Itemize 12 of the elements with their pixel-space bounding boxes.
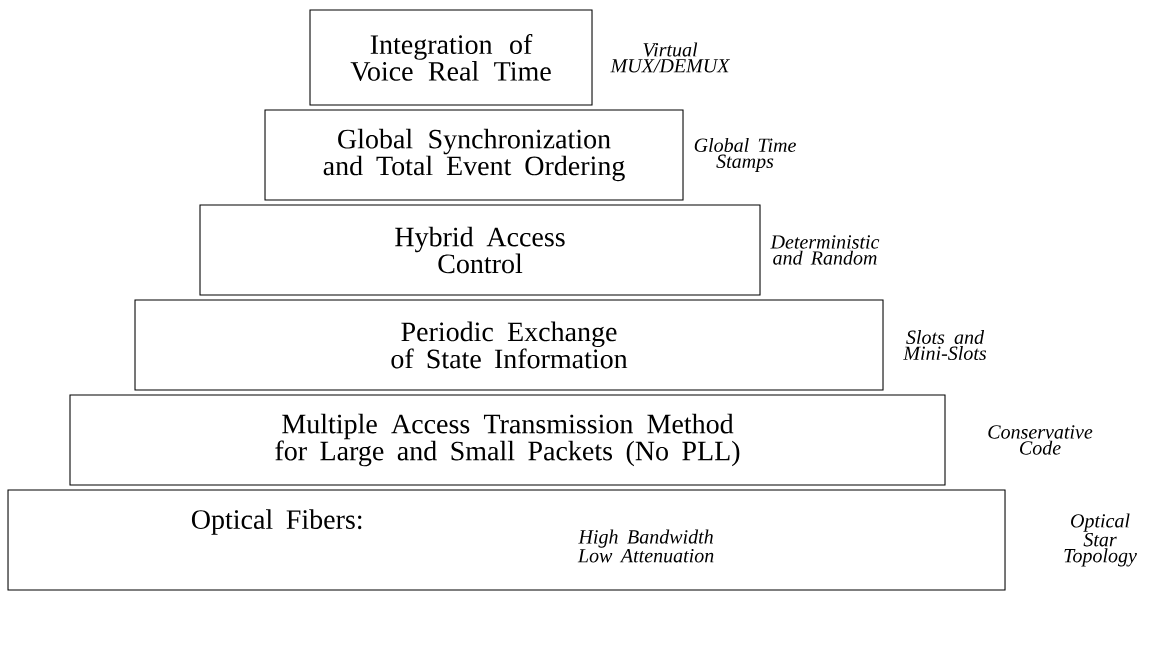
layer-box: Hybrid Access Control (199, 204, 761, 296)
side-note: Virtual MUX/DEMUX (610, 42, 731, 73)
side-note: Slots and Mini-Slots (903, 330, 987, 361)
side-note: Optical Star Topology (1064, 513, 1137, 567)
side-note: Global Time Stamps (694, 137, 796, 173)
layer-box: Optical Fibers: High Bandwidth Low Attenuation (7, 489, 1006, 591)
layer-box: Integration of Voice Real Time (309, 9, 593, 106)
layer-box: Periodic Exchange of State Information (134, 299, 884, 391)
side-note: Conservative Code (988, 425, 1093, 455)
layer-box: Multiple Access Transmission Method for Large and Small Packets (No PLL) (69, 394, 946, 486)
side-note: Deterministic and Random (770, 235, 880, 265)
layer-box: Global Synchronization and Total Event Ordering (264, 109, 684, 201)
